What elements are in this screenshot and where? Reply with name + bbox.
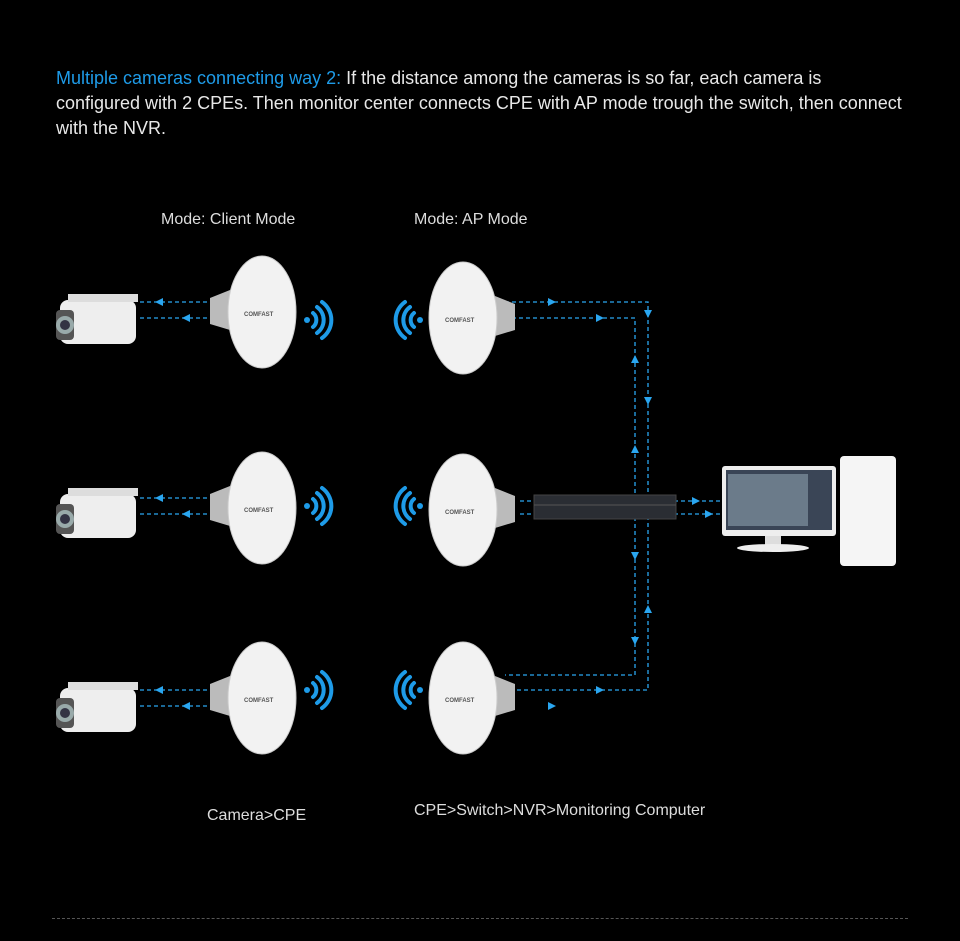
wifi-icon [302, 486, 334, 526]
client-cpe-2: COMFAST [209, 451, 297, 565]
ap-cpe-3: COMFAST [428, 641, 516, 755]
camera-cpe-label: Camera>CPE [207, 807, 307, 824]
wifi-icon [396, 488, 423, 524]
device-brand: COMFAST [445, 510, 475, 516]
intro-text: If the distance among the cameras is so … [56, 68, 902, 138]
wifi-icon [302, 300, 334, 340]
wifi-icon [396, 302, 423, 338]
direction-arrows [155, 298, 713, 710]
chain-label: CPE>Switch>NVR>Monitoring Computer [414, 802, 706, 819]
divider [52, 918, 908, 919]
monitoring-computer [722, 456, 896, 566]
wifi-icon [302, 670, 334, 710]
client-cpe-3: COMFAST [209, 641, 297, 755]
device-brand: COMFAST [244, 508, 274, 514]
camera-3 [56, 682, 138, 732]
client-mode-label: Mode: Client Mode [161, 211, 296, 228]
intro-highlight: Multiple cameras connecting way 2: [56, 68, 342, 88]
switch-nvr [533, 494, 677, 520]
client-cpe-1: COMFAST [209, 255, 297, 369]
ap-cpe-2: COMFAST [428, 453, 516, 567]
device-brand: COMFAST [445, 698, 475, 704]
ap-mode-label: Mode: AP Mode [414, 211, 528, 228]
device-brand: COMFAST [244, 312, 274, 318]
ap-cpe-1: COMFAST [428, 261, 516, 375]
camera-2 [56, 488, 138, 538]
camera-1 [56, 294, 138, 344]
device-brand: COMFAST [445, 318, 475, 324]
device-brand: COMFAST [244, 698, 274, 704]
intro-paragraph: Multiple cameras connecting way 2: If th… [56, 66, 906, 141]
wifi-icon [396, 672, 423, 708]
